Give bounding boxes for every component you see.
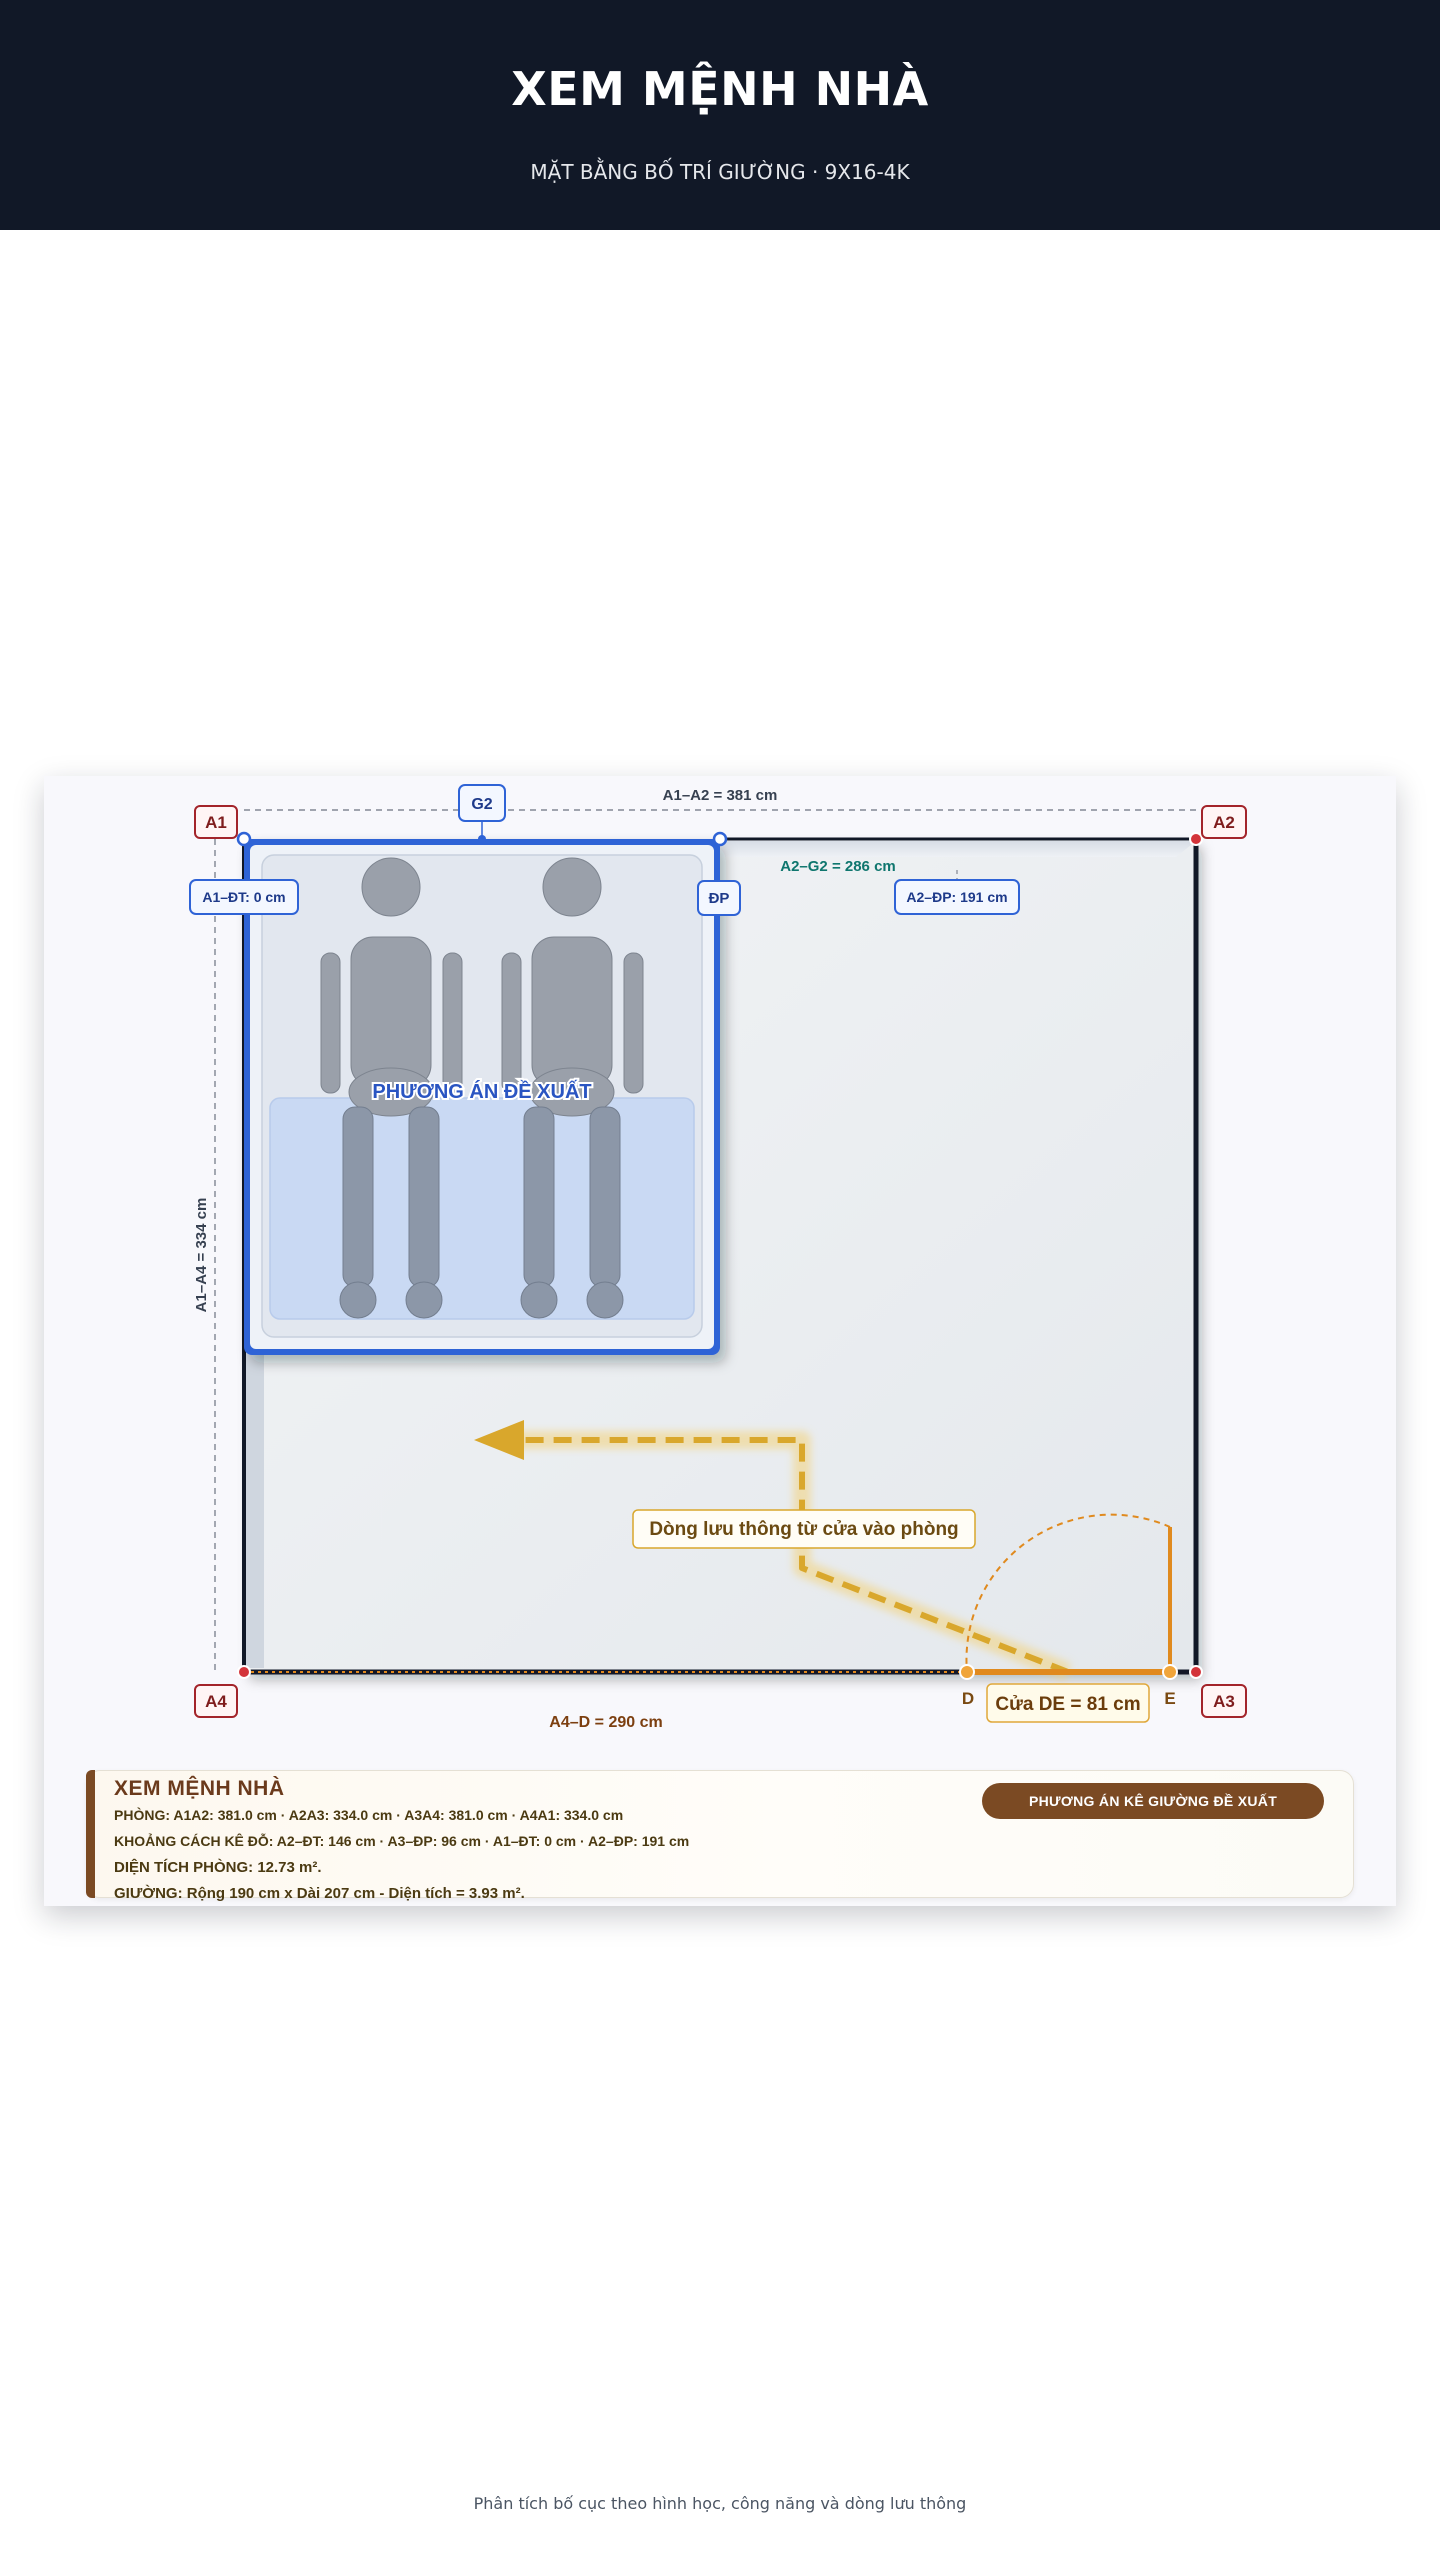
person-right-legs (520, 1106, 624, 1319)
door-dim-box (986, 1683, 1150, 1723)
corner-label-a1: A1 (205, 813, 227, 832)
page-header: XEM MỆNH NHÀ MẶT BẰNG BỐ TRÍ GIƯỜNG · 9X… (0, 0, 1440, 230)
floor-plan: PHƯƠNG ÁN ĐỀ XUẤT Dòng lưu thông từ cửa … (189, 784, 1247, 1731)
page-title: XEM MỆNH NHÀ (511, 62, 929, 116)
a2-dp-label: A2–ĐP: 191 cm (906, 889, 1007, 905)
door-swing-arc (965, 1513, 1171, 1673)
dim-label-a2-g2: A2–G2 = 286 cm (780, 858, 896, 875)
dim-label-a1-a2: A1–A2 = 381 cm (663, 787, 778, 804)
bed-handle-top-right[interactable] (712, 831, 728, 847)
corner-label-a2: A2 (1213, 813, 1235, 832)
corner-badge-a3 (1201, 1684, 1247, 1718)
person-left-figure (320, 857, 463, 1117)
flow-path (518, 1437, 1070, 1675)
dp-badge (697, 880, 741, 916)
door-point-d[interactable] (959, 1664, 975, 1680)
person-right-figure (501, 857, 644, 1117)
a2-dp-badge (894, 879, 1020, 915)
left-wall-face (244, 1352, 264, 1668)
dp-label: ĐP (709, 890, 730, 907)
footer-caption: Phân tích bố cục theo hình học, công năn… (473, 2494, 967, 2513)
corner-point-a4[interactable] (237, 1665, 251, 1679)
dim-label-a4-d: A4–D = 290 cm (549, 1714, 662, 1731)
door-label-d: D (962, 1689, 974, 1708)
corner-badge-a2 (1201, 805, 1247, 839)
page-subtitle: MẶT BẰNG BỐ TRÍ GIƯỜNG · 9X16-4K (530, 160, 910, 184)
summary-card: XEM MỆNH NHÀ PHÒNG: A1A2: 381.0 cm · A2A… (86, 1770, 1354, 1902)
person-left-legs (339, 1106, 443, 1319)
bed-proposal-button[interactable]: PHƯƠNG ÁN KÊ GIƯỜNG ĐỀ XUẤT (982, 1783, 1324, 1819)
dim-label-a1-a4: A1–A4 = 334 cm (193, 1198, 210, 1313)
a1-dt-label: A1–ĐT: 0 cm (202, 889, 285, 905)
summary-accent-bar (86, 1770, 95, 1898)
summary-distances: KHOẢNG CÁCH KÊ ĐỖ: A2–ĐT: 146 cm · A3–ĐP… (114, 1833, 690, 1849)
corner-badge-a1 (194, 805, 238, 839)
blanket (269, 1097, 695, 1320)
bed-proposal-label: PHƯƠNG ÁN ĐỀ XUẤT (372, 1080, 591, 1103)
corner-point-a3[interactable] (1189, 1665, 1203, 1679)
door-dim-label: Cửa DE = 81 cm (995, 1694, 1140, 1715)
g2-label: G2 (471, 796, 492, 813)
bed-handle-top-left[interactable] (236, 831, 252, 847)
corner-label-a4: A4 (205, 1692, 227, 1711)
flow-label-box (632, 1509, 976, 1549)
summary-room: PHÒNG: A1A2: 381.0 cm · A2A3: 334.0 cm ·… (114, 1807, 624, 1823)
summary-bed: GIƯỜNG: Rộng 190 cm x Dài 207 cm - Diện … (114, 1885, 525, 1902)
a1-dt-badge (189, 879, 299, 915)
top-wall-face (720, 841, 1196, 857)
summary-area: DIỆN TÍCH PHÒNG: 12.73 m². (114, 1859, 322, 1876)
door-point-e[interactable] (1162, 1664, 1178, 1680)
corner-label-a3: A3 (1213, 1692, 1235, 1711)
flow-arrow-head (474, 1420, 524, 1460)
summary-title: XEM MỆNH NHÀ (114, 1777, 285, 1800)
flow-label: Dòng lưu thông từ cửa vào phòng (649, 1519, 958, 1540)
door-label-e: E (1164, 1689, 1175, 1708)
corner-point-a2[interactable] (1189, 832, 1203, 846)
corner-badge-a4 (194, 1684, 238, 1718)
